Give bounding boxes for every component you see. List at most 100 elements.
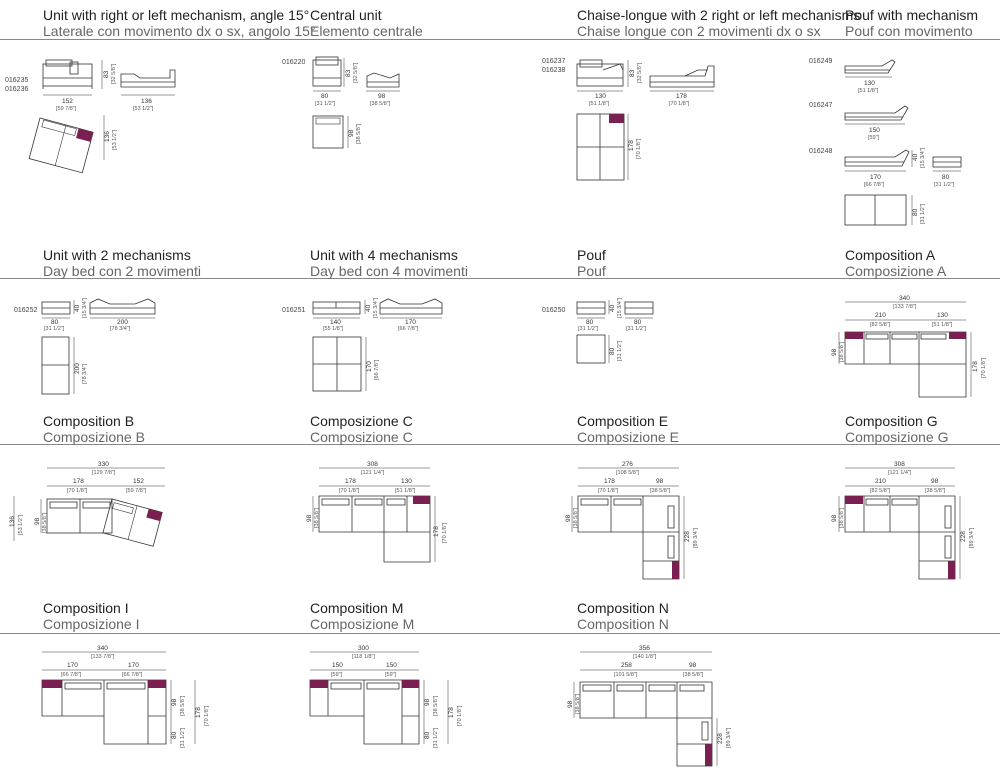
dim-value: 228 [684,531,691,542]
row4-divider [0,633,1000,634]
compI-subtitle: Composizione I [43,616,140,632]
chaise-subtitle: Chaise longue con 2 movimenti dx o sx [577,23,821,39]
dim-value: 136 [104,131,111,142]
poufmech-title: Pouf with mechanism [845,7,979,23]
central-title: Central unit [310,7,382,23]
dim-value: 330 [98,461,109,468]
dim-inch: [70 1/8"] [442,522,448,543]
dim-value: 178 [448,707,455,718]
dim-inch: [59 7/8"] [56,106,77,112]
dim-value: 308 [894,461,905,468]
dim-inch: [70 1/8"] [204,705,210,726]
dim-value: 80 [912,208,919,216]
dim-value: 178 [676,93,687,100]
row2-divider [0,278,1000,279]
dim-value: 130 [864,80,875,87]
dim-inch: [38 5/8"] [839,507,845,528]
dim-value: 152 [133,478,144,485]
dim-inch: [15 3/4"] [82,297,88,318]
dim-value: 200 [117,319,128,326]
dim-value: 152 [62,98,73,105]
dim-inch: [38 5/8"] [925,488,946,494]
dim-value: 98 [931,478,939,485]
mech15-subtitle: Laterale con movimento dx o sx, angolo 1… [43,23,316,39]
dim-inch: [66 7/8"] [122,672,143,678]
dim-inch: [38 5/8"] [683,672,704,678]
dim-inch: [70 1/8"] [67,488,88,494]
compE-title: Composition E [577,413,669,429]
dim-value: 340 [899,295,910,302]
product-code: 016237 [542,58,565,65]
dim-inch: [31 1/2"] [180,727,186,748]
row1-divider [0,39,1000,40]
product-code: 016249 [809,58,832,65]
dim-inch: [55 1/8"] [323,326,344,332]
dim-inch: [51 1/8"] [589,101,610,107]
dim-value: 170 [67,662,78,669]
dim-value: 80 [634,319,642,326]
dim-value: 150 [386,662,397,669]
dim-inch: [121 1/4"] [888,470,912,476]
dim-inch: [53 1/2"] [133,106,154,112]
dim-value: 98 [831,514,838,522]
dim-value: 98 [565,514,572,522]
dim-inch: [51 1/8"] [395,488,416,494]
dim-value: 98 [656,478,664,485]
compB-drawing: 330 [129 7/8"] 178 [70 1/8"] 152 [59 7/8… [9,461,165,547]
chaise-drawing: 016237 016238 130 [51 1/8"] 83 [32 5/8"]… [542,58,715,181]
mech15-drawing: 016235 016236 152 [59 7/8"] 83 [32 5/8"]… [5,59,176,174]
daybed2-drawing: 016252 80 [31 1/2"] 40 [15 3/4"] 200 [78… [14,297,156,395]
dim-inch: [66 7/8"] [374,359,380,380]
product-code: 016236 [5,86,28,93]
pouf-drawing: 016250 80 [31 1/2"] 40 [15 3/4"] 80 [31 … [542,297,654,364]
dim-inch: [51 1/8"] [858,88,879,94]
dim-value: 80 [586,319,594,326]
dim-value: 150 [332,662,343,669]
dim-value: 83 [103,70,110,78]
compB-title: Composition B [43,413,135,429]
dim-value: 80 [424,731,431,739]
compC-subtitle: Composizione C [310,429,413,445]
dim-inch: [38 5/8"] [356,123,362,144]
dim-inch: [70 1/8"] [636,138,642,159]
compN-drawing: 356 [140 1/8"] 258 [101 5/8"] 98 [38 5/8… [567,645,732,767]
dim-inch: [89 3/4"] [726,727,732,748]
dim-inch: [89 3/4"] [969,527,975,548]
dim-inch: [38 5/8"] [650,488,671,494]
dim-inch: [70 1/8"] [457,705,463,726]
dim-value: 170 [128,662,139,669]
dim-inch: [15 3/4"] [373,297,379,318]
dim-value: 98 [378,93,386,100]
dim-inch: [38 5/8"] [314,507,320,528]
compC-title: Composizione C [310,413,413,429]
dim-inch: [31 1/2"] [934,182,955,188]
daybed2-title: Unit with 2 mechanisms [43,247,191,263]
dim-inch: [31 1/2"] [920,203,926,224]
dim-inch: [89 3/4"] [693,527,699,548]
dim-value: 210 [875,478,886,485]
central-subtitle: Elemento centrale [310,23,423,39]
dim-value: 98 [567,700,574,708]
compA-drawing: 340 [133 7/8"] 210 [82 5/8"] 130 [51 1/8… [831,295,987,398]
dim-inch: [78 3/4"] [110,326,131,332]
dim-inch: [59"] [868,135,880,141]
dim-value: 98 [689,662,697,669]
dim-value: 80 [171,731,178,739]
dim-value: 178 [604,478,615,485]
dim-value: 140 [330,319,341,326]
dim-value: 228 [717,733,724,744]
dim-value: 98 [34,517,41,525]
dim-inch: [31 1/2"] [578,326,599,332]
compM-subtitle: Composizione M [310,616,415,632]
dim-inch: [118 1/8"] [352,654,375,660]
compN-subtitle: Composition N [577,616,669,632]
dim-value: 98 [306,514,313,522]
poufmech-drawing: 016249 130 [51 1/8"] 016247 150 [59"] 01… [809,58,962,226]
dim-inch: [133 7/8"] [91,654,115,660]
dim-value: 98 [171,698,178,706]
product-code: 016248 [809,148,832,155]
compE-drawing: 276 [108 5/8"] 178 [70 1/8"] 98 [38 5/8"… [565,461,699,580]
daybed4-drawing: 016251 140 [55 1/8"] 40 [15 3/4"] 170 [6… [282,297,443,392]
compM-drawing: 300 [118 1/8"] 150 [59"] 150 [59"] 98 [3… [309,645,463,748]
dim-value: 150 [869,127,880,134]
